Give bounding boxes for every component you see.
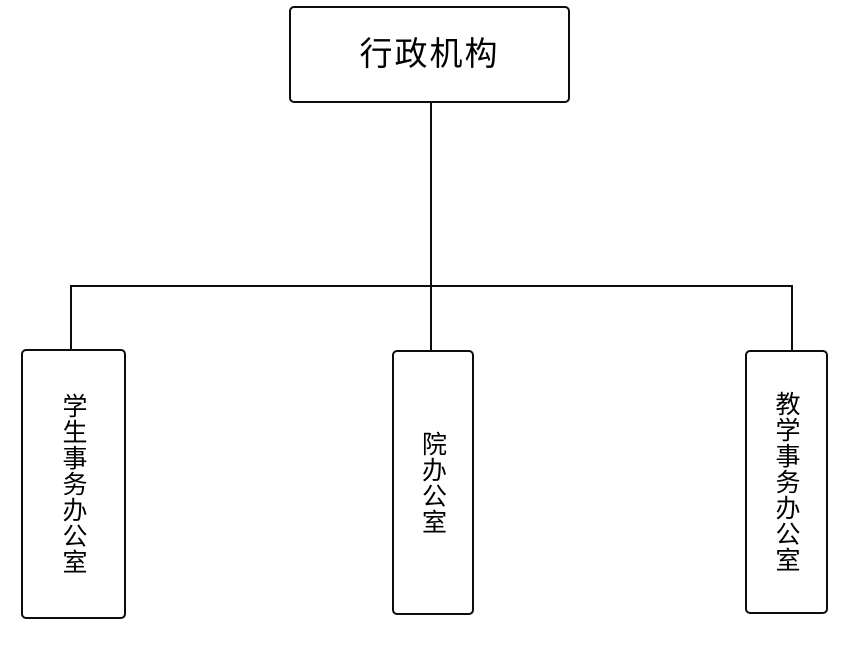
org-node-root-label: 行政机构 xyxy=(359,34,500,74)
connector-drop-student-affairs-office xyxy=(70,285,72,350)
connector-root-stem xyxy=(430,102,432,287)
org-node-teaching-affairs-office[interactable]: 教学事务办公室 xyxy=(745,350,828,614)
org-node-student-affairs-office[interactable]: 学生事务办公室 xyxy=(21,349,126,619)
org-node-root[interactable]: 行政机构 xyxy=(289,6,570,103)
org-node-teaching-affairs-office-label: 教学事务办公室 xyxy=(772,391,801,573)
org-node-college-office[interactable]: 院办公室 xyxy=(392,350,474,615)
org-node-college-office-label: 院办公室 xyxy=(418,430,448,535)
org-node-student-affairs-office-label: 学生事务办公室 xyxy=(59,393,88,575)
connector-drop-college-office xyxy=(430,285,432,351)
connector-drop-teaching-affairs-office xyxy=(791,285,793,351)
